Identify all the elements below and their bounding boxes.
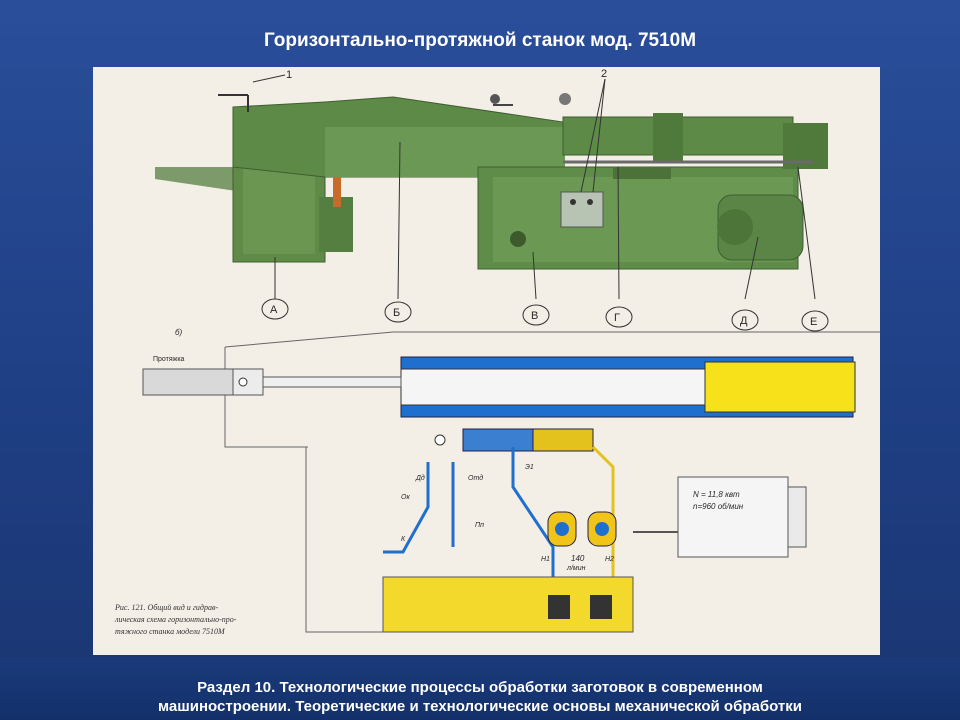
- valve-pp-label: Пп: [475, 522, 484, 529]
- machine-general-view: [155, 74, 829, 332]
- slide-title: Горизонтально-протяжной станок мод. 7510…: [263, 30, 697, 51]
- part-label-b: Б: [393, 307, 400, 319]
- callout-1: 1: [286, 69, 292, 81]
- subfig-b-label: б): [175, 328, 183, 337]
- caption-line-1: Рис. 121. Общий вид и гидрав-: [114, 603, 218, 612]
- footer-text: Раздел 10. Технологические процессы обра…: [0, 678, 960, 716]
- hydraulic-scheme: б) Протяжка: [142, 328, 880, 633]
- callout-2: 2: [601, 68, 607, 80]
- figure-caption: Рис. 121. Общий вид и гидрав- лическая с…: [114, 603, 237, 636]
- part-labels: А Б В Г Д Е: [270, 304, 817, 328]
- callout-numbers: 1 2: [286, 68, 607, 81]
- part-label-v: В: [531, 310, 538, 322]
- caption-line-2: лическая схема горизонтально-про-: [114, 615, 237, 624]
- valve-ok-label: Ок: [401, 494, 410, 501]
- pump-flow: 140: [571, 554, 585, 563]
- footer-band: [0, 658, 960, 720]
- part-label-a: А: [270, 304, 278, 316]
- valve-k-label: К: [401, 536, 406, 543]
- pump-flow-unit: л/мин: [566, 565, 586, 572]
- valve-e1-label: Э1: [525, 464, 534, 471]
- pump-n1-label: Н1: [541, 556, 550, 563]
- caption-line-3: тяжного станка модели 7510М: [115, 627, 226, 636]
- pump-n2-label: Н2: [605, 556, 614, 563]
- machine-illustration: 1 2 А Б В Г Д Е б) Протяжка: [114, 68, 880, 636]
- machine-figure: 1 2 А Б В Г Д Е б) Протяжка: [93, 67, 880, 655]
- part-label-d: Д: [740, 315, 748, 327]
- part-label-e: Е: [810, 316, 817, 328]
- footer-line-1: Раздел 10. Технологические процессы обра…: [197, 679, 763, 696]
- motor-power: N = 11,8 квт: [693, 490, 740, 499]
- footer-line-2: машиностроении. Теоретические и технолог…: [158, 698, 802, 715]
- valve-ot-label: Отд: [468, 474, 483, 482]
- part-label-g: Г: [614, 312, 620, 324]
- valve-da-label: Дд: [415, 474, 425, 482]
- motor-speed: n=960 об/мин: [693, 502, 744, 511]
- broach-label: Протяжка: [153, 356, 185, 363]
